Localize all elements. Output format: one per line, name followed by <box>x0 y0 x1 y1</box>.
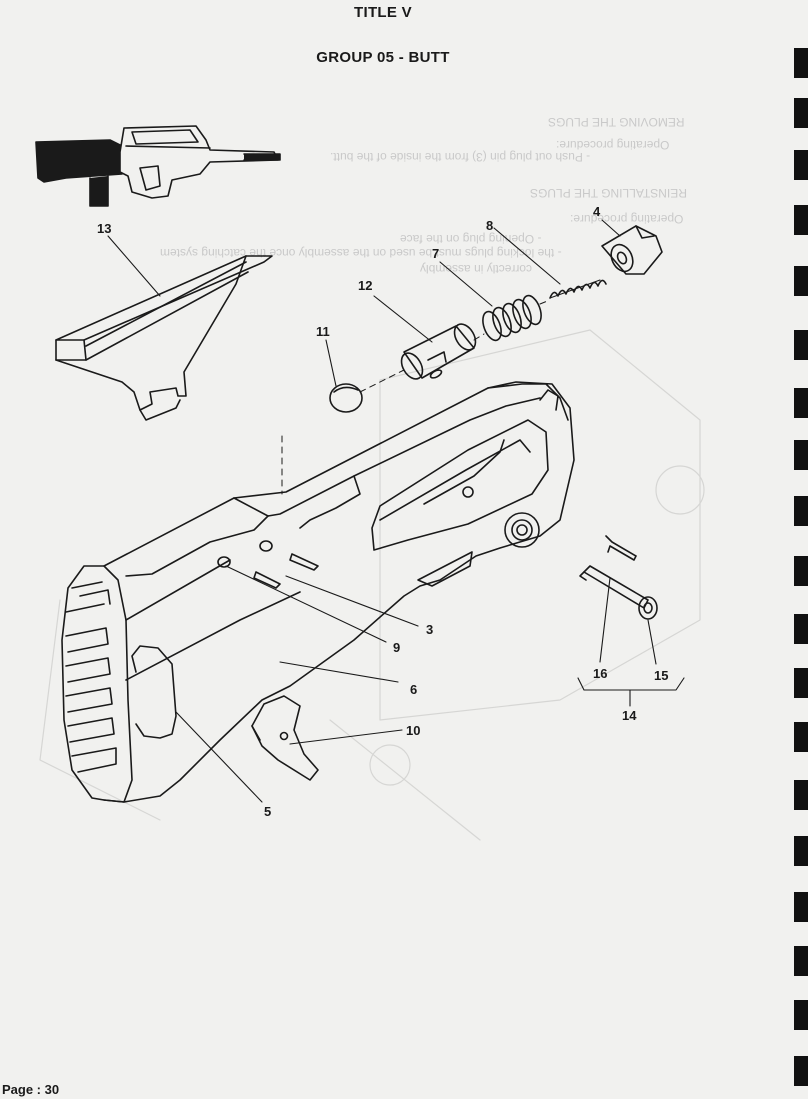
callout-10: 10 <box>406 723 420 738</box>
part-7-large-spring <box>482 294 542 342</box>
part-16-clip <box>605 535 637 561</box>
document-subtitle: GROUP 05 - BUTT <box>316 49 450 66</box>
part-12-plunger <box>400 323 477 380</box>
part-5-sling-loop <box>131 645 177 739</box>
show-through-drawing <box>39 329 705 841</box>
document-title: TITLE V <box>354 4 412 21</box>
callout-16: 16 <box>593 666 607 681</box>
callout-15: 15 <box>654 668 668 683</box>
page-number: Page : 30 <box>2 1082 60 1097</box>
spiral-binding <box>786 0 808 1099</box>
part-9-pins <box>253 553 319 589</box>
callout-14: 14 <box>622 708 637 723</box>
callout-8: 8 <box>486 218 493 233</box>
callout-4: 4 <box>593 204 601 219</box>
callout-11: 11 <box>316 324 330 339</box>
callout-7: 7 <box>432 246 439 261</box>
butt-plate <box>61 565 133 803</box>
callout-5: 5 <box>264 804 271 819</box>
callout-13: 13 <box>97 221 111 236</box>
part-11-plug <box>329 383 363 413</box>
part-15-hinge-pin <box>579 565 658 620</box>
rifle-silhouette-icon <box>35 125 281 207</box>
part-6-butt-body <box>103 381 575 803</box>
part-10-latch <box>251 695 319 781</box>
callout-9: 9 <box>393 640 400 655</box>
callout-6: 6 <box>410 682 417 697</box>
callout-3: 3 <box>426 622 433 637</box>
part-13-cover <box>55 255 273 421</box>
callout-12: 12 <box>358 278 372 293</box>
part-4-end-cap <box>601 225 663 275</box>
